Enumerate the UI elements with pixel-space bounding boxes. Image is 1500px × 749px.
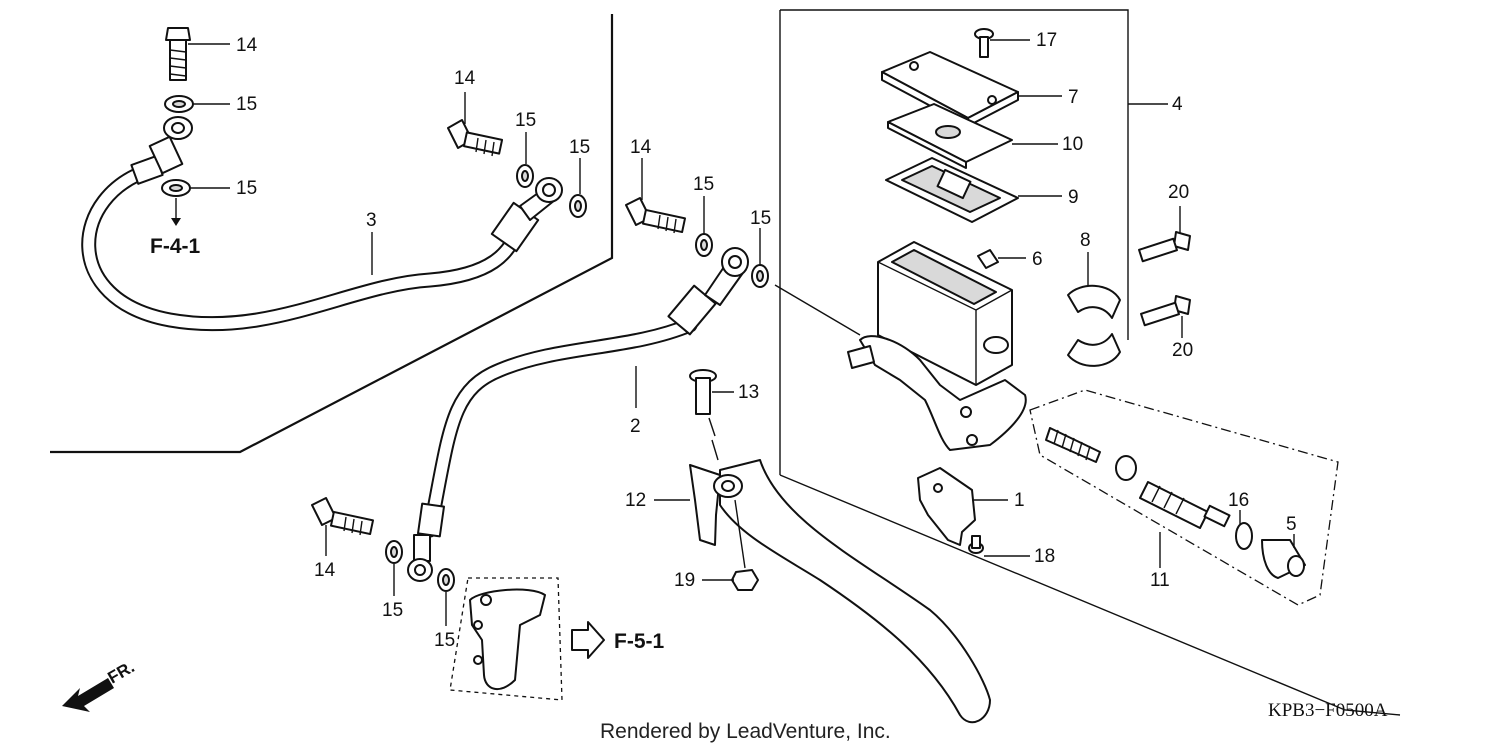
callout-9: 9 [1068,187,1079,208]
callout-10: 10 [1062,134,1083,155]
sealing-washer-15h [437,568,455,592]
callout-14c: 14 [630,137,652,158]
callout-11: 11 [1150,570,1170,591]
outline-arrow-f51 [571,621,605,659]
callout-15h: 15 [434,630,455,651]
callout-20b: 20 [1172,340,1193,361]
diaphragm-9 [885,157,1019,223]
brake-hose-2 [407,247,749,582]
callout-1: 1 [1014,490,1025,511]
callout-13: 13 [738,382,759,403]
callout-16: 16 [1228,490,1249,511]
callout-12: 12 [625,490,646,511]
callout-15c: 15 [515,110,536,131]
pivot-bolt-13 [689,369,719,461]
sealing-washer-15a [164,95,194,113]
callout-14a: 14 [236,35,258,56]
caliper-reference-box [449,577,563,701]
reference-f41: F-4-1 [150,235,200,258]
callout-15b: 15 [236,178,257,199]
callout-3: 3 [366,210,377,231]
sealing-washer-15g [385,540,403,564]
piston-kit-box [1029,389,1339,606]
callout-15e: 15 [693,174,714,195]
diagram-code: KPB3−F0500A [1268,700,1388,721]
banjo-bolt-14b [447,119,504,157]
brake-light-switch-1 [917,467,976,546]
brake-lever [689,459,991,724]
callout-19: 19 [674,570,695,591]
callout-5: 5 [1286,514,1297,535]
reference-arrow-f41 [171,198,181,226]
callout-6: 6 [1032,249,1043,270]
leader-lines [188,39,1295,626]
sealing-washer-15c [516,164,534,188]
brake-hose-3 [81,116,563,332]
holder-bolt-20b [1140,295,1191,327]
callout-15f: 15 [750,208,771,229]
callout-14d: 14 [314,560,336,581]
callout-20a: 20 [1168,182,1189,203]
master-cylinder-body [774,241,1027,451]
clip-6 [977,249,999,269]
master-cylinder-box [779,9,1401,716]
credit-text: Rendered by LeadVenture, Inc. [600,720,891,743]
holder-8 [1067,284,1121,367]
sealing-washer-15d [569,194,587,218]
upper-left-panel-border [50,14,614,454]
banjo-bolt-14d [311,497,375,536]
callout-18: 18 [1034,546,1055,567]
callout-17: 17 [1036,30,1057,51]
reference-f51: F-5-1 [614,630,664,653]
circlip-16 [1235,522,1253,550]
callout-7: 7 [1068,87,1079,108]
boot-5 [1261,539,1306,579]
piston-kit-11 [1045,427,1231,529]
callout-14b: 14 [454,68,476,89]
banjo-bolt-14a [165,27,191,81]
diaphragm-plate-10 [887,103,1013,169]
banjo-bolt-14c [625,197,687,234]
callout-2: 2 [630,416,641,437]
screw-17 [974,28,994,58]
callouts: 14 15 15 14 15 15 3 14 15 15 2 13 12 19 … [236,30,1297,651]
callout-15a: 15 [236,94,257,115]
sealing-washer-15b [161,179,191,197]
callout-4: 4 [1172,94,1183,115]
callout-15d: 15 [569,137,590,158]
switch-screw-18 [968,535,984,554]
holder-bolt-20a [1138,231,1191,263]
sealing-washer-15e [695,233,713,257]
front-arrow-icon [62,678,114,712]
sealing-washer-15f [751,264,769,288]
callout-8: 8 [1080,230,1091,251]
callout-15g: 15 [382,600,403,621]
